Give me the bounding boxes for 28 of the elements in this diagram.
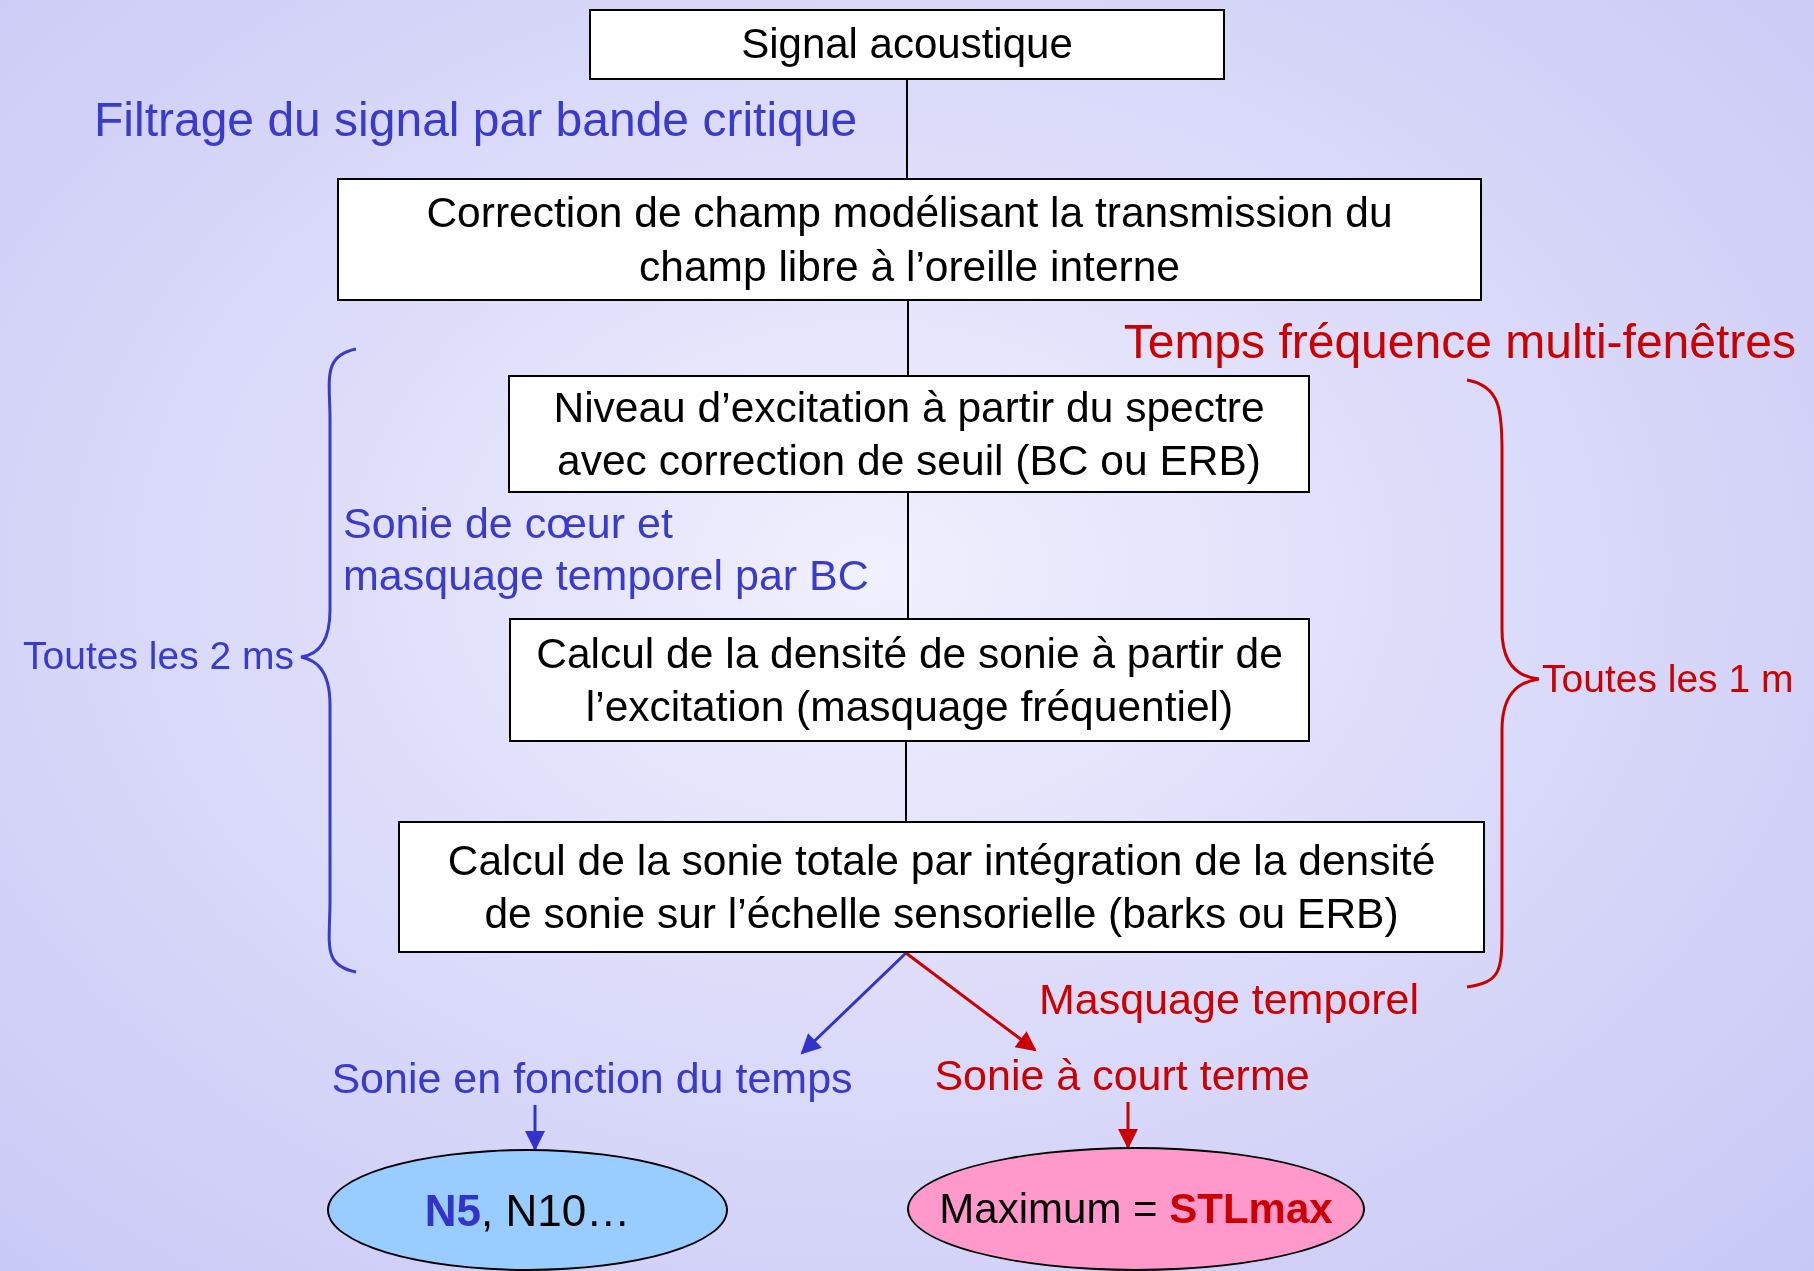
- process-box: [508, 375, 1310, 493]
- edge-label: Masquage temporel: [1039, 974, 1420, 1025]
- box-text: Signal acoustique: [741, 19, 1073, 70]
- arrow: [905, 951, 1037, 1052]
- annotation-text: Toutes les 2 ms: [23, 633, 294, 679]
- box-text: Niveau d’excitation à partir du spectre avec correction de seuil (BC ou ERB): [552, 382, 1266, 486]
- process-box: [589, 9, 1225, 80]
- box-text: N5, N10…: [424, 1184, 631, 1237]
- annotation-text: Filtrage du signal par bande critique: [94, 94, 858, 146]
- process-box: [398, 821, 1485, 953]
- box-text: Calcul de la sonie totale par intégration de la densité de sonie sur l’échelle sensorielle (barks ou ERB): [446, 835, 1437, 939]
- annotation-text: Temps fréquence multi-fenêtres: [1123, 316, 1796, 368]
- process-box: [337, 178, 1482, 301]
- process-box: [509, 618, 1310, 742]
- arrow: [525, 1105, 545, 1151]
- annotation-text: Sonie de cœur et masquage temporel par BC: [343, 498, 870, 601]
- arrow: [1118, 1102, 1138, 1149]
- annotation-text: Toutes les 1 m: [1542, 656, 1794, 702]
- connector-line: [907, 300, 909, 376]
- output-label: Sonie à court terme: [928, 1050, 1316, 1102]
- arrow: [800, 951, 908, 1055]
- box-text: Maximum = STLmax: [939, 1183, 1333, 1234]
- connector-line: [907, 492, 909, 619]
- box-text: Correction de champ modélisant la transmission du champ libre à l’oreille interne: [425, 188, 1394, 292]
- box-text: Calcul de la densité de sonie à partir de l’excitation (masquage fréquentiel): [535, 628, 1284, 732]
- connector-line: [905, 741, 907, 822]
- output-label: Sonie en fonction du temps: [326, 1053, 858, 1105]
- connector-line: [906, 79, 908, 179]
